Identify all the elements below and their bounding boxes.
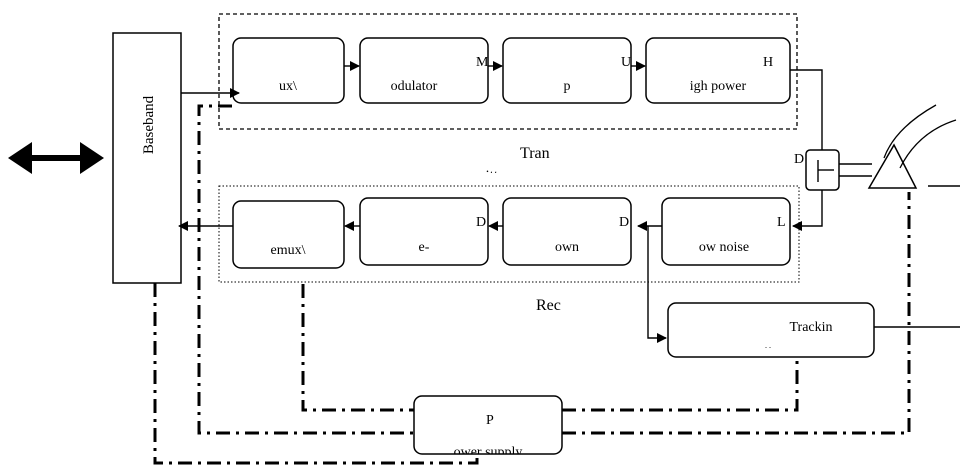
downconverter-prefix: D xyxy=(619,215,629,230)
transmit-signal-wires xyxy=(181,61,823,231)
baseband-label: Baseband xyxy=(141,95,157,154)
mux-block: ux\ xyxy=(232,37,345,104)
modulator-label: odulator xyxy=(391,79,438,94)
low-noise-amplifier-block: L ow noise xyxy=(661,197,791,266)
downconverter-block: D own xyxy=(502,197,632,266)
tracking-label-cut: . . xyxy=(765,341,771,350)
transmitter-group-label-cut: smitter xyxy=(468,168,510,184)
power-supply-block: P ower supply xyxy=(413,395,563,460)
power-supply-label-clip: ower supply xyxy=(454,445,523,460)
diplexer: D xyxy=(794,149,872,191)
lna-prefix: L xyxy=(777,215,786,230)
hpa-prefix: H xyxy=(763,55,773,70)
upconverter-block: U p xyxy=(502,37,632,104)
transmitter-group xyxy=(218,13,798,130)
hpa-label: igh power xyxy=(690,79,747,94)
diplexer-prefix: D xyxy=(794,152,804,167)
downconverter-label: own xyxy=(555,240,579,255)
lna-label: ow noise xyxy=(699,240,749,255)
baseband-block: Baseband xyxy=(112,32,182,284)
mux-label: ux\ xyxy=(279,79,297,94)
power-supply-label: ower supply xyxy=(454,445,523,460)
upconverter-prefix: U xyxy=(621,55,631,70)
upconverter-label: p xyxy=(564,79,571,94)
receiver-group-label: Rec xyxy=(536,297,561,314)
tracking-block: Trackin . . xyxy=(667,302,960,358)
transmitter-group-label-clip: smitter xyxy=(468,168,510,184)
transmitter-group-label: Tran xyxy=(520,145,550,162)
power-supply-prefix: P xyxy=(486,413,494,428)
external-io-arrow xyxy=(8,142,104,174)
demux-label: emux\ xyxy=(271,243,306,258)
demodulator-label: e- xyxy=(419,240,430,255)
high-power-amplifier-block: H igh power xyxy=(645,37,791,104)
power-distribution-lines xyxy=(153,104,911,465)
demodulator-block: e- D xyxy=(359,197,489,266)
receiver-group xyxy=(218,185,800,283)
tracking-label: Trackin xyxy=(789,320,832,335)
demodulator-prefix-glyph: D xyxy=(476,215,486,230)
modulator-block: M odulator xyxy=(359,37,489,104)
demux-block: emux\ xyxy=(232,200,345,269)
antenna-icon xyxy=(867,104,960,189)
modulator-prefix: M xyxy=(476,55,489,70)
receive-signal-wires xyxy=(178,221,667,343)
